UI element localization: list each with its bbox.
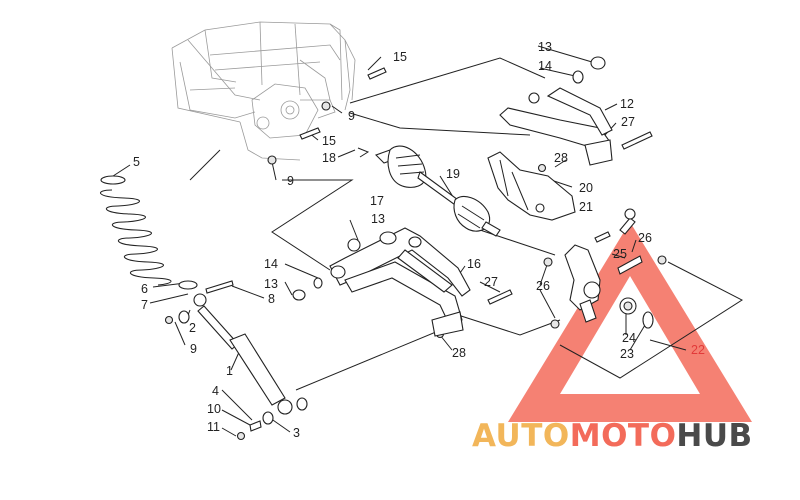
callout-24: 24 [622, 331, 636, 345]
watermark-hub-text: HUB [676, 418, 753, 454]
callout-13-left: 13 [264, 277, 278, 291]
callout-9-lower: 9 [287, 174, 294, 188]
steering-knuckle [543, 208, 667, 329]
callout-13-lower: 13 [371, 212, 385, 226]
shock-absorber [164, 280, 308, 441]
callout-23: 23 [620, 347, 634, 361]
callout-20: 20 [579, 181, 593, 195]
callout-14-lower: 14 [264, 257, 278, 271]
assembly-outline-lines [189, 57, 744, 391]
callout-11: 11 [207, 420, 220, 434]
cv-guard-plate [487, 151, 576, 221]
lower-a-arm [292, 227, 513, 339]
callout-25: 25 [613, 247, 627, 261]
watermark-auto-text: AUTO [472, 418, 570, 454]
callout-28-lower: 28 [452, 346, 466, 360]
callout-17: 17 [370, 194, 384, 208]
callout-2: 2 [189, 321, 196, 335]
callout-28-upper: 28 [554, 151, 568, 165]
callout-15-mid: 15 [322, 134, 336, 148]
callout-7: 7 [141, 298, 148, 312]
coil-spring [100, 175, 198, 290]
callout-18: 18 [322, 151, 336, 165]
watermark-moto-text: MOTO [569, 418, 677, 454]
watermark-logo: AUTOMOTOHUB [472, 417, 753, 455]
callout-27-upper: 27 [621, 115, 635, 129]
callout-22: 22 [691, 343, 705, 357]
callout-10: 10 [207, 402, 221, 416]
callout-26-right: 26 [638, 231, 652, 245]
callout-26-left: 26 [536, 279, 550, 293]
callout-19: 19 [446, 167, 460, 181]
drive-axle [357, 145, 501, 237]
callout-16: 16 [467, 257, 481, 271]
callout-5: 5 [133, 155, 140, 169]
callout-27-lower: 27 [484, 275, 498, 289]
callout-labels: 1 2 3 4 5 6 7 8 9 9 9 10 11 12 13 13 13 … [133, 40, 705, 440]
callout-1: 1 [226, 364, 233, 378]
watermark-triangle-icon [508, 222, 752, 422]
callout-4: 4 [212, 384, 219, 398]
callout-8: 8 [268, 292, 275, 306]
callout-6: 6 [141, 282, 148, 296]
callout-9-shock: 9 [190, 342, 197, 356]
callout-21: 21 [579, 200, 593, 214]
vehicle-frame-illustration [171, 21, 356, 161]
callout-3: 3 [293, 426, 300, 440]
callout-15-top: 15 [393, 50, 407, 64]
callout-13-upper: 13 [538, 40, 552, 54]
frame-hardware [267, 67, 387, 165]
callout-14-upper: 14 [538, 59, 552, 73]
upper-a-arm [499, 56, 653, 173]
callout-12: 12 [620, 97, 634, 111]
callout-9-frame: 9 [348, 109, 355, 123]
